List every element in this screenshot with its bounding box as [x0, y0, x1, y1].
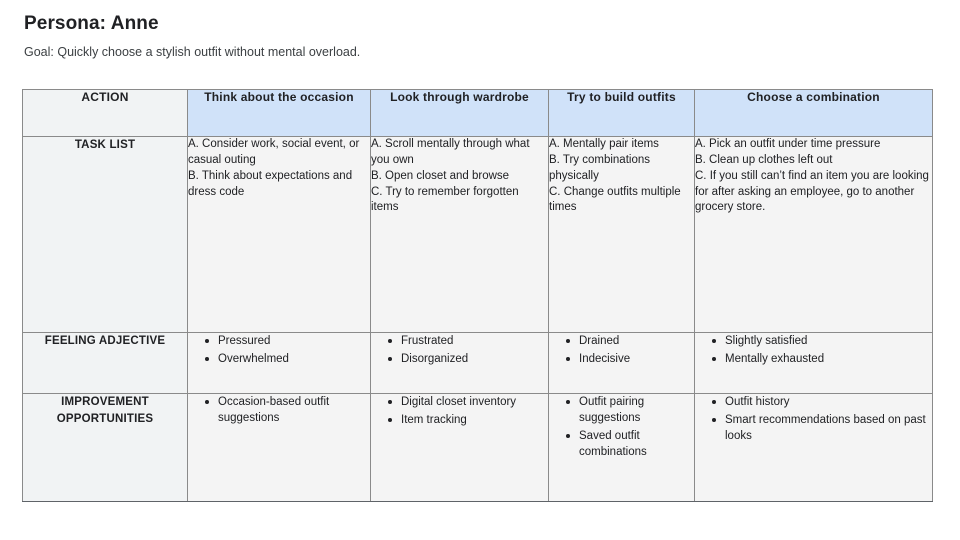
- list-item: Slightly satisfied: [712, 333, 932, 349]
- list-item: Smart recommendations based on past look…: [712, 412, 932, 444]
- task-line: A. Pick an outfit under time pressure: [695, 138, 881, 150]
- list-item: Drained: [566, 333, 694, 349]
- row-label-line-2: OPPORTUNITIES: [56, 412, 154, 425]
- row-label-line-1: IMPROVEMENT: [61, 396, 149, 408]
- task-line: A. Mentally pair items: [549, 138, 659, 150]
- row-label-improvement-opportunities: IMPROVEMENT OPPORTUNITIES: [22, 393, 188, 502]
- cell-task-list-stage-1: A. Consider work, social event, or casua…: [187, 136, 371, 333]
- list-item: Outfit pairing suggestions: [566, 394, 694, 426]
- list-item: Disorganized: [388, 351, 548, 367]
- journey-map-table: ACTION Think about the occasion Look thr…: [22, 89, 933, 502]
- list-item: Digital closet inventory: [388, 394, 548, 410]
- persona-goal-text: Goal: Quickly choose a stylish outfit wi…: [24, 45, 361, 59]
- list-item: Mentally exhausted: [712, 351, 932, 367]
- row-label-task-list: TASK LIST: [22, 136, 188, 333]
- column-header-stage-1: Think about the occasion: [187, 89, 371, 137]
- row-label-feeling-adjective: FEELING ADJECTIVE: [22, 332, 188, 394]
- bullet-list: Occasion-based outfit suggestions: [188, 394, 370, 426]
- task-line-list: A. Pick an outfit under time pressure B. …: [695, 137, 932, 216]
- task-line: C. Try to remember forgotten items: [371, 185, 519, 214]
- list-item: Occasion-based outfit suggestions: [205, 394, 370, 426]
- list-item: Overwhelmed: [205, 351, 370, 367]
- table-row-improvement-opportunities: IMPROVEMENT OPPORTUNITIES Occasion-based …: [22, 393, 933, 502]
- list-item: Outfit history: [712, 394, 932, 410]
- table-header-row: ACTION Think about the occasion Look thr…: [22, 89, 933, 137]
- cell-task-list-stage-4: A. Pick an outfit under time pressure B. …: [694, 136, 933, 333]
- task-line: A. Scroll mentally through what you own: [371, 138, 530, 166]
- task-line: B. Think about expectations and dress co…: [188, 169, 353, 198]
- list-item: Frustrated: [388, 333, 548, 349]
- list-item: Pressured: [205, 333, 370, 349]
- column-header-stage-2: Look through wardrobe: [370, 89, 549, 137]
- page-title: Persona: Anne: [24, 13, 159, 34]
- cell-task-list-stage-3: A. Mentally pair items B. Try combination…: [548, 136, 695, 333]
- task-line-list: A. Consider work, social event, or casua…: [188, 137, 370, 200]
- column-header-stage-3: Try to build outfits: [548, 89, 695, 137]
- column-header-action: ACTION: [22, 89, 188, 137]
- task-line: B. Open closet and browse: [371, 169, 510, 182]
- list-item: Indecisive: [566, 351, 694, 367]
- table-row-task-list: TASK LIST A. Consider work, social event…: [22, 136, 933, 333]
- list-item: Item tracking: [388, 412, 548, 428]
- cell-improvement-stage-1: Occasion-based outfit suggestions: [187, 393, 371, 502]
- task-line: C. If you still can’t find an item you a…: [695, 169, 929, 214]
- column-header-stage-4: Choose a combination: [694, 89, 933, 137]
- task-line: B. Clean up clothes left out: [695, 153, 833, 166]
- task-line: B. Try combinations physically: [549, 153, 650, 182]
- list-item: Saved outfit combinations: [566, 428, 694, 460]
- task-line: C. Change outfits multiple times: [549, 185, 681, 214]
- task-line-list: A. Mentally pair items B. Try combination…: [549, 137, 694, 216]
- task-line: A. Consider work, social event, or casua…: [188, 138, 360, 166]
